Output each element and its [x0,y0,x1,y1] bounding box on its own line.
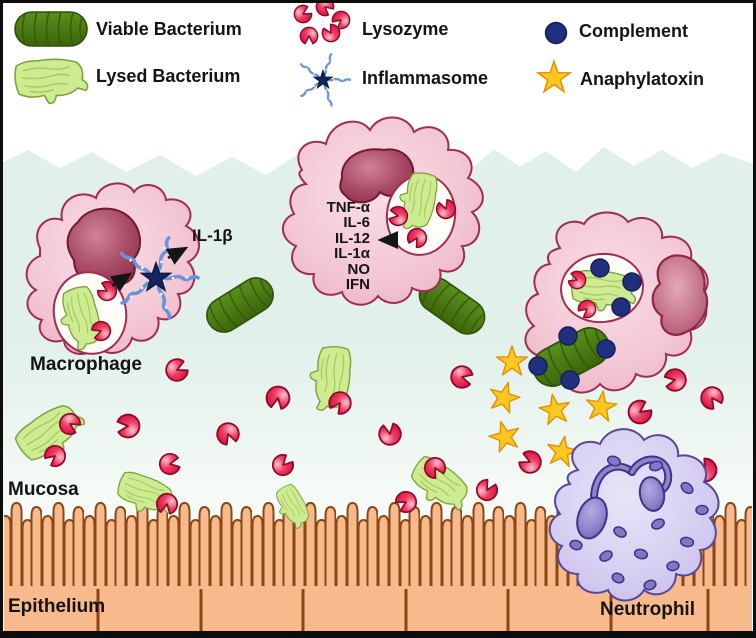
epithelium-label: Epithelium [8,596,106,617]
macrophage-center-body [282,116,484,306]
macrophage-label: Macrophage [30,354,142,375]
legend-label-anaphylatoxin: Anaphylatoxin [580,69,705,89]
macrophage-right [524,211,709,394]
cytokine-list: TNF-α IL-6 IL-12 IL-1α NO IFN [280,199,371,294]
legend-label-lysed-bacterium: Lysed Bacterium [96,66,241,86]
macrophage-right-nucleus [651,254,709,336]
macrophage-left [25,182,200,355]
complement-icon [544,21,568,45]
neutrophil-label: Neutrophil [600,599,695,620]
cytokine-tnf: TNF-α [326,199,370,216]
neutrophil-body [548,428,720,602]
il1b-label: IL-1β [192,226,233,245]
phagosome-center [385,169,459,256]
arrow-phagosome-to-inflammasome [109,272,133,292]
macrophage-left-nucleus [66,207,141,287]
cytokine-il1a: IL-1α [334,245,370,263]
neutrophil-nucleus [576,455,673,540]
legend-label-inflammasome: Inflammasome [362,68,489,88]
legend-label-lysozyme: Lysozyme [362,19,449,39]
cytokine-no: NO [347,260,371,278]
neutrophil [548,428,720,602]
phagosome-right [560,252,644,324]
cytokine-ifn: IFN [345,276,370,294]
phagosome-left [52,271,128,355]
neutrophil-granules [569,455,709,591]
cytokine-il6: IL-6 [343,214,370,232]
legend-label-complement: Complement [579,21,689,41]
macrophage-center [282,116,484,306]
legend-label-viable-bacterium: Viable Bacterium [96,19,242,39]
cytokine-il12: IL-12 [334,229,370,247]
arrow-inflammasome-to-il1b [165,246,189,265]
mucosa-label: Mucosa [8,479,79,500]
viable-bacterium-icon [14,11,88,47]
